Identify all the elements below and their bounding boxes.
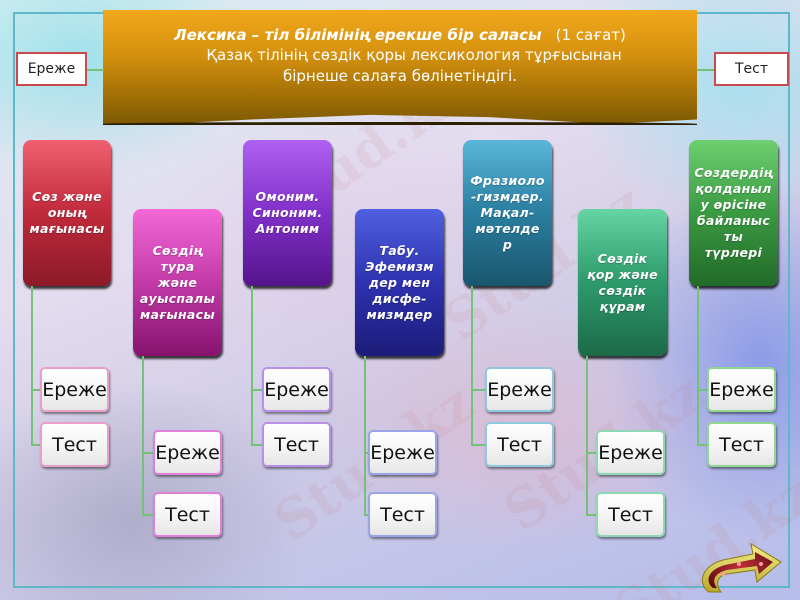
- test-button[interactable]: Тест: [40, 422, 109, 467]
- rule-button[interactable]: Ереже: [16, 52, 87, 86]
- connector-line: [142, 452, 154, 454]
- connector-line: [697, 286, 699, 445]
- lesson-subtitle-line-1: Қазақ тілінің сөздік қоры лексикология т…: [206, 46, 622, 64]
- connector-line: [251, 389, 263, 391]
- lesson-hours: (1 сағат): [555, 26, 626, 44]
- topic-card-vocabulary-composition[interactable]: Сөздік қор және сөздік құрам: [578, 209, 667, 356]
- test-button[interactable]: Тест: [368, 492, 437, 537]
- connector-line: [697, 69, 715, 71]
- topic-card-homonym-synonym-antonym[interactable]: Омоним. Синоним. Антоним: [243, 140, 332, 286]
- topic-card-taboo-euphemism[interactable]: Табу. Эфемизм дер мен дисфе- мизмдер: [355, 209, 444, 356]
- test-button[interactable]: Тест: [485, 422, 554, 467]
- connector-line: [31, 389, 41, 391]
- connector-line: [251, 444, 263, 446]
- rule-button[interactable]: Ереже: [596, 430, 665, 475]
- next-slide-arrow-icon[interactable]: [695, 540, 785, 598]
- test-button[interactable]: Тест: [153, 492, 222, 537]
- connector-line: [471, 389, 485, 391]
- rule-button[interactable]: Ереже: [153, 430, 222, 475]
- connector-line: [142, 356, 144, 516]
- connector-line: [471, 286, 473, 445]
- connector-line: [364, 514, 370, 516]
- test-button[interactable]: Тест: [707, 422, 776, 467]
- rule-button[interactable]: Ереже: [262, 367, 331, 412]
- connector-line: [86, 69, 104, 71]
- connector-line: [471, 444, 485, 446]
- test-button[interactable]: Тест: [714, 52, 789, 86]
- connector-line: [251, 286, 253, 445]
- rule-button[interactable]: Ереже: [707, 367, 776, 412]
- lesson-title: Лексика – тіл білімінің ерекше бір салас…: [174, 26, 542, 44]
- rule-button[interactable]: Ереже: [368, 430, 437, 475]
- rule-button[interactable]: Ереже: [485, 367, 554, 412]
- test-button[interactable]: Тест: [596, 492, 665, 537]
- topic-card-usage-scope[interactable]: Сөздердің қолданыл у өрісіне байланыс ты…: [689, 140, 778, 286]
- banner-wave-edge: [103, 122, 697, 128]
- topic-card-word-meaning[interactable]: Сөз және оның мағынасы: [23, 140, 111, 286]
- rule-button[interactable]: Ереже: [40, 367, 109, 412]
- connector-line: [586, 452, 598, 454]
- connector-line: [142, 514, 154, 516]
- connector-line: [586, 514, 598, 516]
- connector-line: [364, 356, 366, 516]
- test-button[interactable]: Тест: [262, 422, 331, 467]
- connector-line: [586, 356, 588, 516]
- connector-line: [697, 389, 709, 391]
- connector-line: [697, 444, 709, 446]
- topic-card-phraseology-proverbs[interactable]: Фразиоло -гизмдер. Мақал- мәтелде р: [463, 140, 552, 286]
- topic-card-literal-figurative[interactable]: Сөздің тура және ауыспалы мағынасы: [133, 209, 222, 356]
- connector-line: [31, 286, 33, 445]
- lesson-subtitle-line-2: бірнеше салаға бөлінетіндігі.: [282, 67, 518, 85]
- title-banner: Лексика – тіл білімінің ерекше бір салас…: [103, 10, 697, 124]
- connector-line: [31, 444, 41, 446]
- connector-line: [364, 452, 370, 454]
